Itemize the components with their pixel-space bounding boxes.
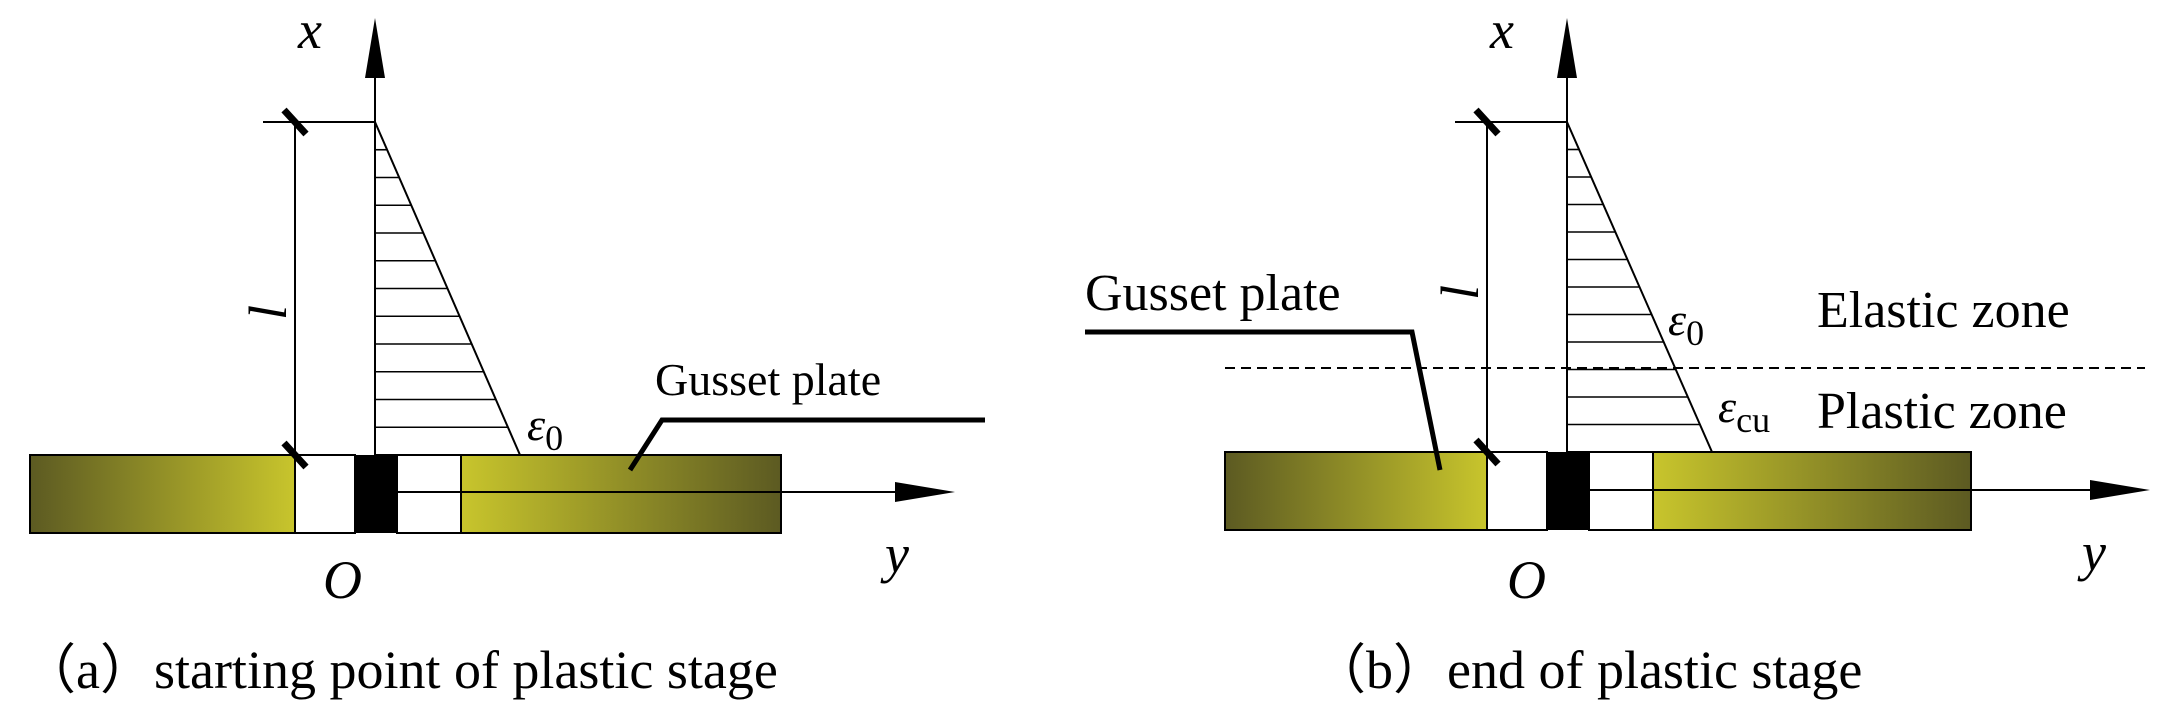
- strain-top-label-b: ε0: [1668, 294, 1704, 353]
- strain-bottom-label-b: εcu: [1718, 381, 1770, 440]
- origin-label-a: O: [323, 550, 362, 610]
- dim-tick-bottom-a: [281, 440, 309, 470]
- plate-label-a: Gusset plate: [655, 354, 881, 405]
- x-arrow-b: [1557, 18, 1577, 78]
- axis-y-label-a: y: [880, 524, 909, 584]
- axis-x-label-a: x: [297, 0, 322, 60]
- plate-left-b: [1224, 451, 1488, 531]
- elastic-zone-label-b: Elastic zone: [1817, 282, 2070, 339]
- panel-a: x y O l ε0 Gusset plate （a）starting poin…: [22, 0, 985, 700]
- caption-b: （b）end of plastic stage: [1312, 640, 1862, 700]
- gap-left-b: [1486, 451, 1548, 531]
- strain-hatch-a: [375, 148, 508, 429]
- dim-tick-bottom-b: [1473, 437, 1501, 467]
- axis-x-label-b: x: [1489, 0, 1514, 60]
- origin-label-b: O: [1507, 550, 1546, 610]
- y-arrow-b: [2090, 480, 2150, 500]
- caption-a: （a）starting point of plastic stage: [22, 640, 778, 700]
- plate-leader-a: [627, 417, 985, 472]
- gap-right-a: [396, 454, 462, 534]
- plastic-zone-label-b: Plastic zone: [1817, 383, 2067, 440]
- dim-tick-top-b: [1473, 107, 1501, 137]
- strain-hatch-b: [1567, 148, 1700, 426]
- x-arrow-a: [365, 18, 385, 78]
- y-arrow-a: [895, 482, 955, 502]
- strain-label-a: ε0: [527, 399, 563, 458]
- dim-tick-top-a: [281, 107, 309, 137]
- plate-label-b: Gusset plate: [1085, 265, 1341, 322]
- gap-left-a: [294, 454, 356, 534]
- length-label-b: l: [1430, 285, 1490, 300]
- panel-b: x y O l ε0 εcu Gusset plate Elastic zone…: [1085, 0, 2150, 700]
- plate-left-a: [29, 454, 296, 534]
- plate-leader-b: [1085, 329, 1443, 471]
- length-label-a: l: [238, 305, 298, 320]
- axis-y-label-b: y: [2077, 522, 2106, 582]
- plate-right-a: [460, 454, 782, 534]
